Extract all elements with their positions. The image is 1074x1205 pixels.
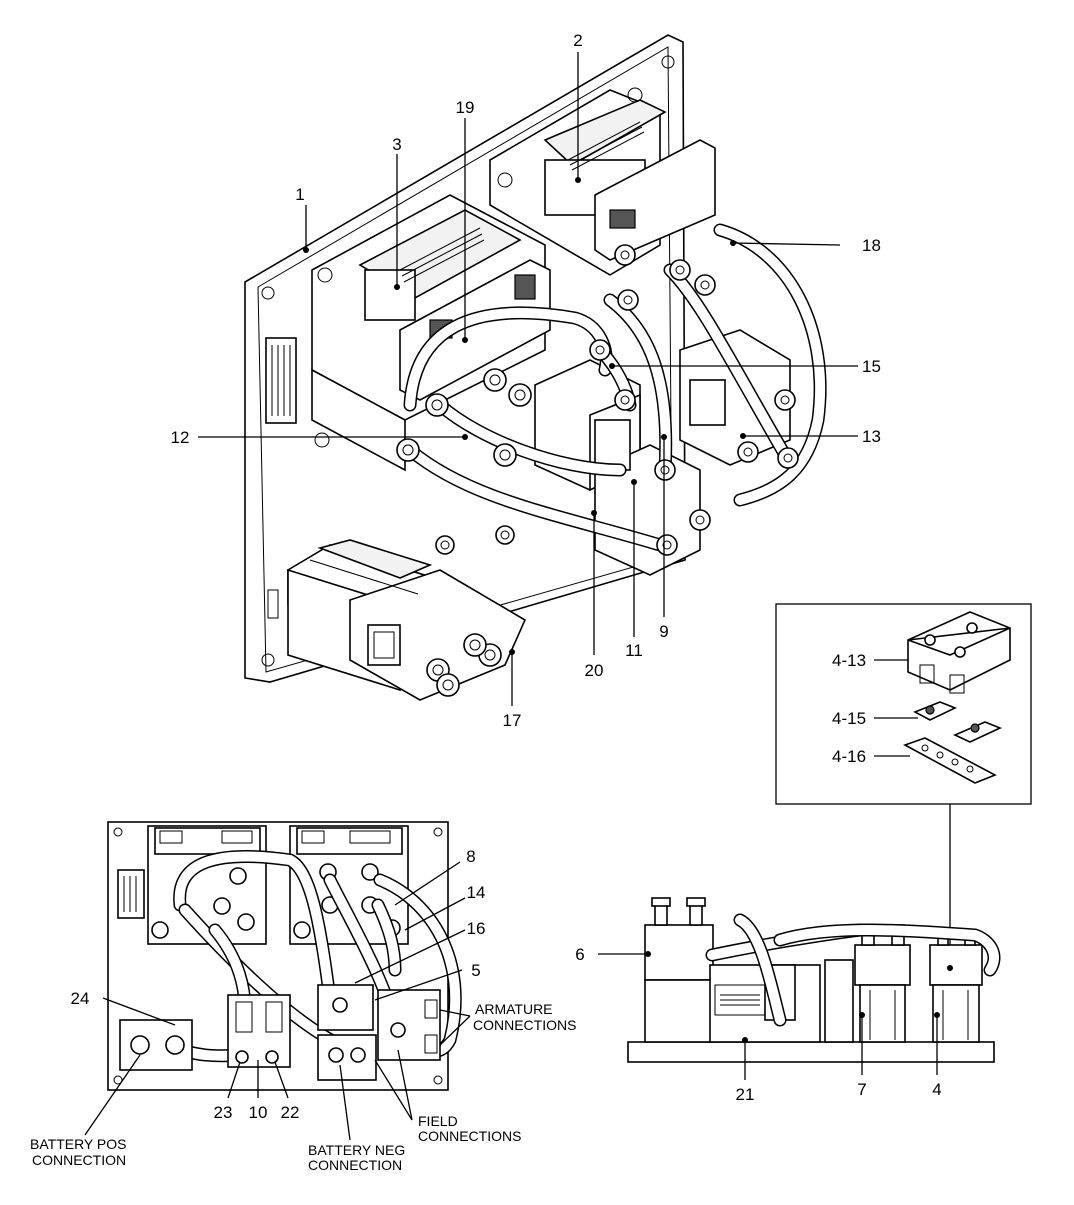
callout-4: 4 [932,1080,941,1099]
callout-4-13: 4-13 [832,651,866,670]
field-connections-line1: FIELD [418,1113,458,1129]
callout-5: 5 [471,961,480,980]
inset-terminal-kit: 4-13 4-15 4-16 [775,603,1032,968]
callout-14: 14 [467,883,486,902]
callout-24: 24 [71,989,90,1008]
side-view: 6 21 7 4 [575,897,1001,1104]
callout-15: 15 [862,357,881,376]
main-assembly: 1 2 3 19 18 15 12 13 20 11 9 17 [171,31,881,730]
battery-pos-connection-line1: BATTERY POS [30,1136,126,1152]
side-view-base [627,1041,995,1063]
callout-19: 19 [456,98,475,117]
callout-18: 18 [862,236,881,255]
armature-connections-line1: ARMATURE [475,1001,553,1017]
callout-16: 16 [467,919,486,938]
callout-1: 1 [295,185,304,204]
callout-17: 17 [503,711,522,730]
callout-4-16: 4-16 [832,747,866,766]
contactor-icon [929,944,983,986]
callout-13: 13 [862,427,881,446]
callout-22: 22 [281,1103,300,1122]
battery-neg-connection-line1: BATTERY NEG [308,1142,405,1158]
callout-9: 9 [659,622,668,641]
callout-12: 12 [171,428,190,447]
armature-connections-line2: CONNECTIONS [473,1017,576,1033]
controller-icon [489,87,716,276]
battery-pos-connection-line2: CONNECTION [32,1152,126,1168]
field-connections-line2: CONNECTIONS [418,1128,521,1144]
callout-11: 11 [625,641,643,660]
top-view: 8 14 16 5 24 23 10 22 ARMATURE CONNECTIO… [30,821,576,1173]
callout-20: 20 [585,661,604,680]
callout-23: 23 [214,1103,233,1122]
contactor-icon [854,944,911,986]
battery-neg-connection-line2: CONNECTION [308,1157,402,1173]
callout-2: 2 [573,31,582,50]
callout-10: 10 [249,1103,268,1122]
bolt-icon [396,244,799,697]
contactor-icon [644,924,714,981]
callout-8: 8 [466,847,475,866]
contactor-icon [287,539,527,701]
callout-21: 21 [736,1085,755,1104]
callout-3: 3 [392,135,401,154]
callout-7: 7 [857,1080,866,1099]
controller-icon [311,194,551,472]
callout-6: 6 [575,945,584,964]
callout-4-15: 4-15 [832,709,866,728]
